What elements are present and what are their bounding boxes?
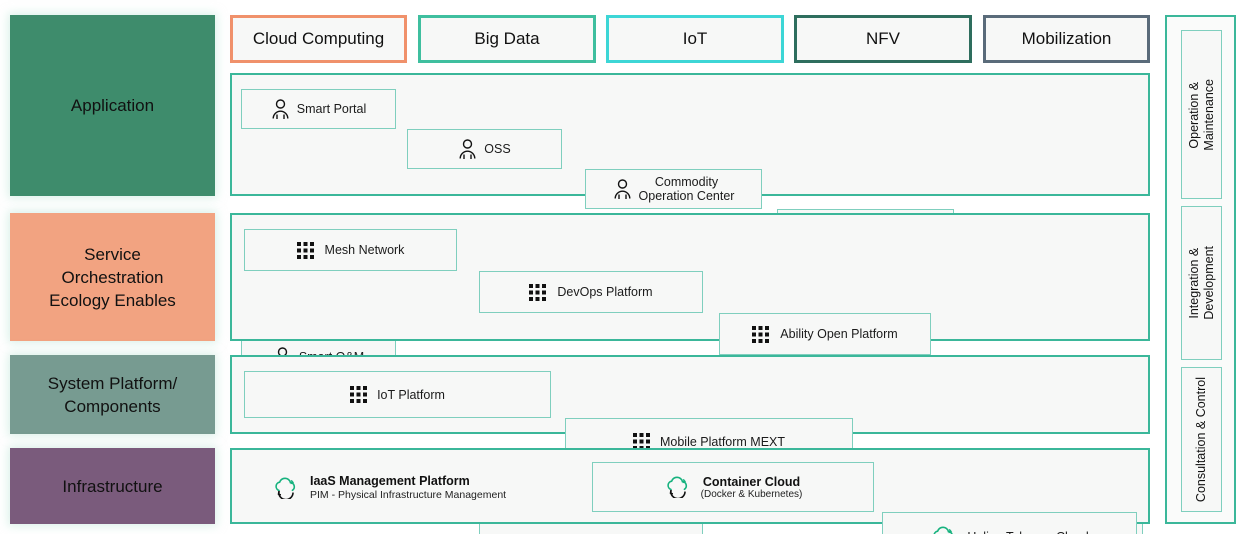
infra-item-title: Helion Telecom Cloud <box>967 530 1088 534</box>
layer-label-infrastructure: Infrastructure <box>10 448 215 524</box>
rail-item-integration-development[interactable]: Integration & Development <box>1181 206 1222 360</box>
app-item-label: Smart Portal <box>296 102 367 116</box>
layer-label-system-platform: System Platform/ Components <box>10 355 215 434</box>
layer-label-text: Application <box>70 96 155 115</box>
dot-grid-icon <box>752 325 770 343</box>
category-tab-label: IoT <box>682 29 708 48</box>
svc-item-mesh-network[interactable]: Mesh Network <box>244 229 457 271</box>
category-tab-label: Big Data <box>474 29 540 48</box>
app-item-commodity-operation-center[interactable]: Commodity Operation Center <box>585 169 762 209</box>
infra-item-iaas-management-platform[interactable]: IaaS Management Platform PIM - Physical … <box>272 466 602 510</box>
person-icon <box>459 138 476 159</box>
layer-label-text: Infrastructure <box>62 476 163 496</box>
person-icon <box>272 98 289 119</box>
infra-item-helion-telecom-cloud[interactable]: Helion Telecom Cloud <box>882 512 1137 534</box>
layer-label-text: Service Orchestration Ecology Enables <box>49 244 176 310</box>
dot-grid-icon <box>350 386 368 403</box>
category-tab-nfv[interactable]: NFV <box>794 15 972 63</box>
app-item-smart-portal[interactable]: Smart Portal <box>241 89 396 129</box>
category-tab-label: NFV <box>866 29 900 48</box>
plat-item-label: Mobile Platform MEXT <box>659 434 786 449</box>
system-platform-layer-panel: IoT Platform Mobile Platform MEXT <box>230 355 1150 512</box>
cloud-sync-icon <box>933 526 954 534</box>
layer-label-service-orchestration: Service Orchestration Ecology Enables <box>10 213 215 341</box>
person-icon <box>614 178 631 199</box>
rail-item-label: Integration & Development <box>1186 246 1216 320</box>
service-orchestration-layer-panel: Mesh Network DevOps Platform <box>230 213 1150 534</box>
category-tab-mobilization[interactable]: Mobilization <box>983 15 1150 63</box>
infra-item-container-cloud[interactable]: Container Cloud (Docker & Kubernetes) <box>592 462 874 512</box>
category-tab-big-data[interactable]: Big Data <box>418 15 596 63</box>
application-layer-panel: Smart Portal OSS <box>230 73 1150 534</box>
category-tab-iot[interactable]: IoT <box>606 15 784 63</box>
layer-label-text: System Platform/ Components <box>47 373 178 416</box>
infrastructure-layer-panel: IaaS Management Platform PIM - Physical … <box>230 448 1150 534</box>
plat-item-iot-platform[interactable]: IoT Platform <box>244 371 551 418</box>
cloud-sync-icon <box>275 477 296 499</box>
category-tab-label: Cloud Computing <box>252 29 385 48</box>
right-rail: Operation & Maintenance Integration & De… <box>1165 15 1236 524</box>
rail-item-consultation-control[interactable]: Consultation & Control <box>1181 367 1222 512</box>
category-tab-cloud-computing[interactable]: Cloud Computing <box>230 15 407 63</box>
rail-item-operation-maintenance[interactable]: Operation & Maintenance <box>1181 30 1222 199</box>
plat-item-label: IoT Platform <box>377 387 445 402</box>
app-item-oss[interactable]: OSS <box>407 129 562 169</box>
svc-item-devops-platform[interactable]: DevOps Platform <box>479 271 703 313</box>
app-item-label: OSS <box>484 142 511 156</box>
svc-item-label: Ability Open Platform <box>780 327 898 341</box>
infra-item-subtitle: PIM - Physical Infrastructure Management <box>310 489 507 501</box>
infra-item-title: Container Cloud <box>702 474 801 489</box>
svc-item-label: Mesh Network <box>324 243 405 257</box>
rail-item-label: Operation & Maintenance <box>1186 78 1216 151</box>
svc-item-ability-open-platform[interactable]: Ability Open Platform <box>719 313 931 355</box>
infra-item-title: IaaS Management Platform <box>310 474 470 488</box>
infra-item-subtitle: (Docker & Kubernetes) <box>700 488 803 500</box>
dot-grid-icon <box>296 241 314 259</box>
category-tab-label: Mobilization <box>1021 29 1112 48</box>
app-item-label: Commodity Operation Center <box>638 175 735 203</box>
svc-item-label: DevOps Platform <box>557 285 653 299</box>
layer-label-application: Application <box>10 15 215 196</box>
dot-grid-icon <box>529 283 547 301</box>
rail-item-label: Consultation & Control <box>1194 376 1208 503</box>
cloud-sync-icon <box>666 476 687 498</box>
